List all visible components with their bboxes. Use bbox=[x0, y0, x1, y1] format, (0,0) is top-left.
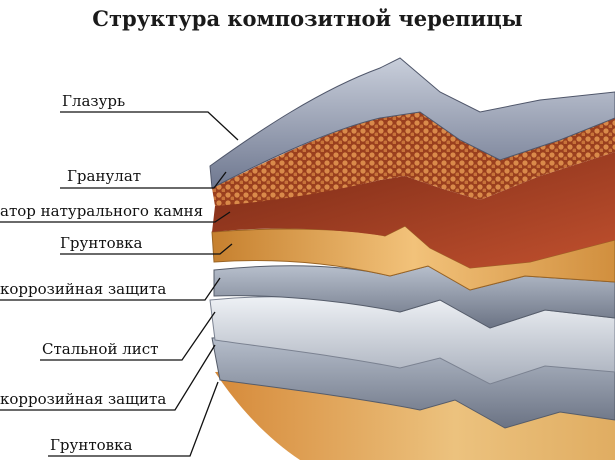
label-glaze: Глазурь bbox=[62, 92, 126, 110]
layer-natural-stone bbox=[212, 152, 615, 268]
layer-granulate bbox=[212, 112, 615, 206]
leader-line-glaze bbox=[60, 111, 239, 141]
leader-line-anticorrosion-top bbox=[0, 277, 221, 301]
leader-line-primer-bottom bbox=[48, 381, 219, 457]
layer-anticorrosion-top bbox=[213, 265, 615, 329]
layer-primer-top bbox=[211, 225, 615, 291]
label-steel-sheet: Стальной лист bbox=[42, 340, 159, 358]
label-anticorrosion-top: коррозийная защита bbox=[0, 280, 167, 298]
leader-line-natural-stone bbox=[0, 211, 231, 223]
label-anticorrosion-bottom: коррозийная защита bbox=[0, 390, 167, 408]
label-natural-stone: атор натурального камня bbox=[0, 202, 204, 220]
label-primer-top: Грунтовка bbox=[60, 234, 143, 252]
label-primer-bottom: Грунтовка bbox=[50, 436, 133, 454]
leader-line-granulate bbox=[60, 171, 227, 189]
leader-line-anticorrosion-bottom bbox=[0, 344, 216, 411]
leader-line-steel-sheet bbox=[40, 311, 216, 361]
leader-line-primer-top bbox=[60, 243, 233, 255]
label-granulate: Гранулат bbox=[67, 167, 142, 185]
diagram-title: Структура композитной черепицы bbox=[92, 6, 523, 31]
layer-glaze bbox=[209, 57, 615, 189]
